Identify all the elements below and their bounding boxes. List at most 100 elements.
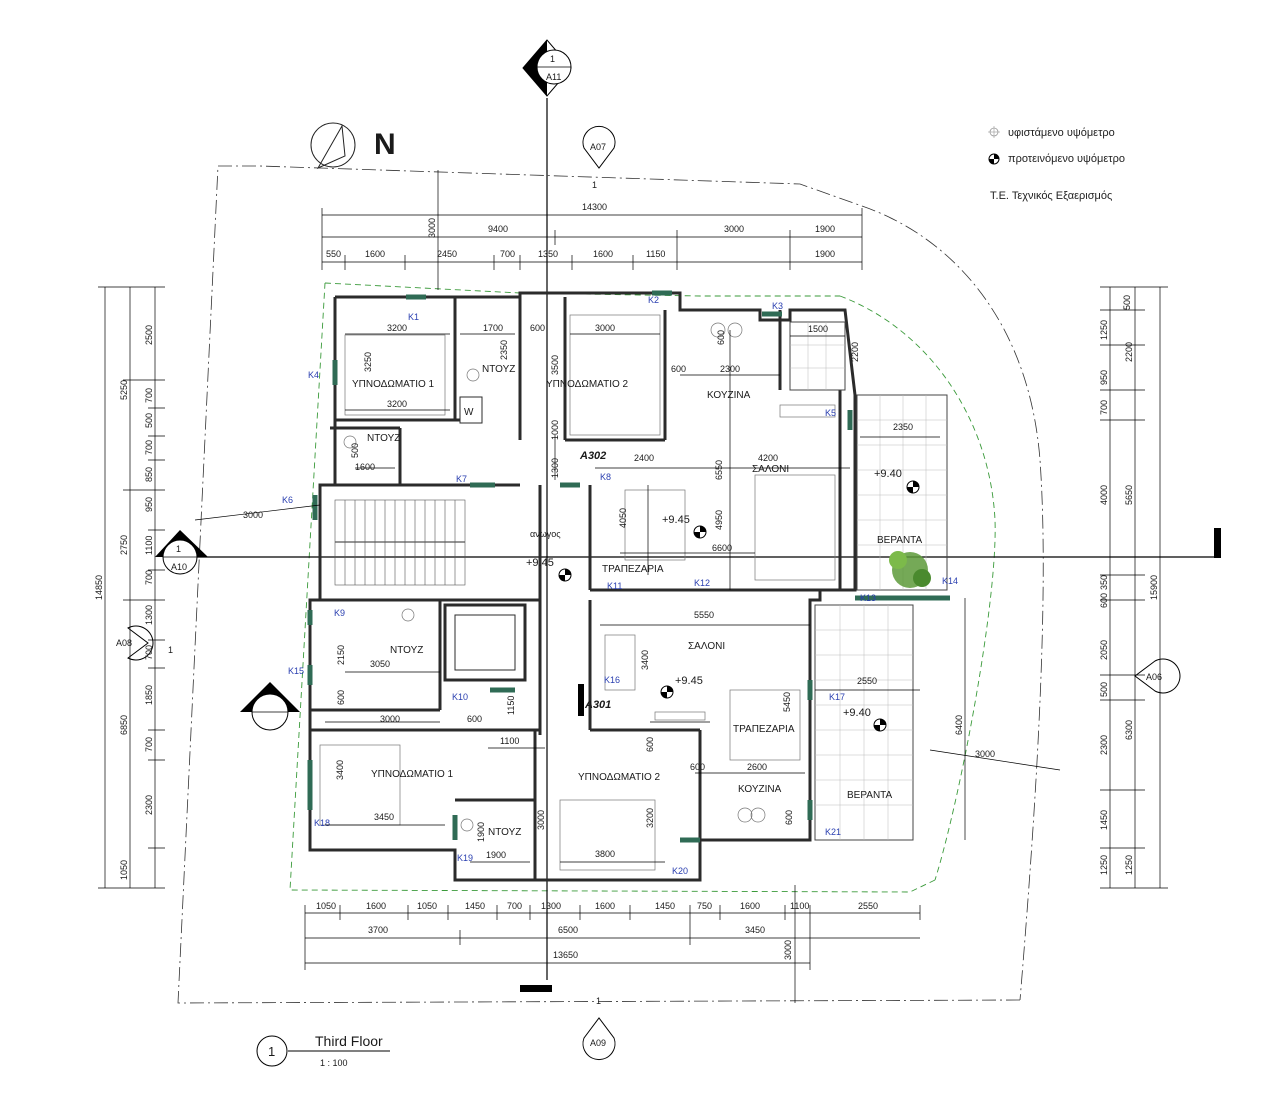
dim-int-1900a: 1900: [476, 822, 486, 842]
tag-k1: K1: [408, 312, 419, 322]
tag-k19: K19: [457, 853, 473, 863]
dim-int-2600: 2600: [747, 762, 767, 772]
dim-bottom-r1-8: 750: [697, 901, 712, 911]
dim-bottom-r1-6: 1600: [595, 901, 615, 911]
room-dining-top: ΤΡΑΠΕΖΑΡΙΑ: [602, 564, 664, 575]
elevation-marker-top: [582, 126, 616, 169]
dim-int-1100: 1100: [500, 736, 519, 746]
dim-bottom-r1-5: 1300: [541, 901, 561, 911]
dim-left-c3-11: 700: [144, 737, 154, 752]
dim-left-c3-2: 500: [144, 413, 154, 428]
title-number: 1: [268, 1044, 275, 1059]
dim-int-2350: 2350: [499, 340, 509, 360]
proposed-level-icon: [558, 568, 572, 582]
north-label: N: [374, 128, 396, 161]
dim-right-c3-2: 2200: [1124, 342, 1134, 362]
dim-lines-bottom: [304, 885, 921, 1003]
dim-left-c3-3: 700: [144, 440, 154, 455]
tag-k9: K9: [334, 608, 345, 618]
dim-int-3200b: 3200: [387, 399, 407, 409]
dim-bottom-r1-2: 1050: [417, 901, 437, 911]
dim-right-c2-1: 6300: [1124, 720, 1134, 740]
tag-k20: K20: [672, 866, 688, 876]
dim-left-c3-0: 2500: [144, 325, 154, 345]
level-l1: +9.40: [874, 468, 902, 480]
dim-right-c2-0: 5650: [1124, 485, 1134, 505]
tag-k8: K8: [600, 472, 611, 482]
dim-right-c3-3: 950: [1099, 370, 1109, 385]
section-left-num: 1: [176, 544, 181, 554]
wm-box: [459, 396, 483, 424]
plot-boundary: [177, 165, 1044, 1004]
dim-int-500: 500: [350, 443, 360, 458]
dim-right-c2-2: 1250: [1124, 855, 1134, 875]
dim-bottom-r1-3: 1450: [465, 901, 485, 911]
dim-left-c2-0: 5250: [119, 380, 129, 400]
level-l4: +9.45: [675, 675, 703, 687]
dim-bottom-r1-0: 1050: [316, 901, 336, 911]
dim-right-c3-1: 1250: [1099, 320, 1109, 340]
dim-int-600g: 600: [690, 762, 705, 772]
dim-top-r2-2: 1900: [815, 224, 835, 234]
title-scale: 1 : 100: [320, 1058, 348, 1068]
dim-top-r3-4: 1350: [538, 249, 558, 259]
tag-k15: K15: [288, 666, 304, 676]
tag-k21: K21: [825, 827, 841, 837]
tag-k6: K6: [282, 495, 293, 505]
dim-lines-interior: [325, 330, 940, 863]
existing-level-icon: [988, 126, 1000, 138]
room-bedroom2-top: ΥΠΝΟΔΩΜΑΤΙΟ 2: [546, 379, 629, 390]
section-end-mark-bottom: [520, 985, 552, 992]
tag-k14: K14: [942, 576, 958, 586]
drawing-title: [256, 1035, 390, 1067]
dim-int-600e: 600: [467, 714, 482, 724]
tag-k7: K7: [456, 474, 467, 484]
section-end-mark-right: [1214, 528, 1221, 558]
legend-proposed-level: προτεινόμενο υψόμετρο: [1008, 153, 1125, 165]
room-bedroom1-top: ΥΠΝΟΔΩΜΑΤΙΟ 1: [352, 379, 435, 390]
dim-top-r3-2: 2450: [437, 249, 457, 259]
dim-right-site: 3000: [975, 749, 995, 759]
dim-int-3000a: 3000: [595, 323, 615, 333]
dim-int-2350b: 2350: [893, 422, 913, 432]
apartment-a302: A302: [579, 450, 606, 462]
level-l2: +9.45: [662, 514, 690, 526]
proposed-level-icon: [873, 718, 887, 732]
dim-right-c3-5: 4000: [1099, 485, 1109, 505]
dim-top-r3-0: 550: [326, 249, 341, 259]
dim-int-2300: 2300: [720, 364, 740, 374]
dim-int-1500: 1500: [808, 324, 828, 334]
elevation-bottom-ref: A09: [590, 1038, 606, 1048]
dim-left-site: 3000: [243, 510, 263, 520]
section-marker-top: [522, 39, 572, 97]
room-shower-bottom2: ΝΤΟΥΖ: [488, 827, 521, 838]
legend-existing-level: υφιστάμενο υψόμετρο: [1008, 127, 1115, 139]
section-mark-inner: [578, 684, 584, 716]
dim-text-left: 14850 5250 2750 6850 2500 700 500 700 85…: [94, 325, 263, 880]
dim-int-600h: 600: [784, 810, 794, 825]
proposed-level-icon: [660, 685, 674, 699]
dim-lines-left: [98, 286, 321, 889]
tag-k5: K5: [825, 408, 836, 418]
plant-icon: [889, 551, 931, 588]
tag-k2: K2: [648, 295, 659, 305]
section-top-num: 1: [550, 54, 555, 64]
dim-right-c3-7: 600: [1099, 593, 1109, 608]
dim-left-c3-13: 1050: [119, 860, 129, 880]
dim-text-bottom: 1050 1600 1050 1450 700 1300 1600 1450 7…: [316, 901, 878, 960]
section-marker-left-lower: [240, 682, 300, 731]
elevation-marker-right: [1134, 658, 1181, 694]
dim-top-r3-7: 1900: [815, 249, 835, 259]
dim-bottom-r1-4: 700: [507, 901, 522, 911]
tag-k11: K11: [607, 581, 622, 591]
dim-int-600b: 600: [671, 364, 686, 374]
room-kitchen-bottom: ΚΟΥΖΙΝΑ: [738, 784, 782, 795]
dim-int-6600: 6600: [712, 543, 732, 553]
section-lines: [170, 98, 1215, 980]
dim-left-c3-9: 700: [144, 645, 154, 660]
dim-bottom-overall: 13650: [553, 950, 578, 960]
dim-top-r3-1: 1600: [365, 249, 385, 259]
dim-bottom-r1-9: 1600: [740, 901, 760, 911]
dim-left-c3-1: 700: [144, 388, 154, 403]
elevation-right-ref: A06: [1146, 672, 1162, 682]
